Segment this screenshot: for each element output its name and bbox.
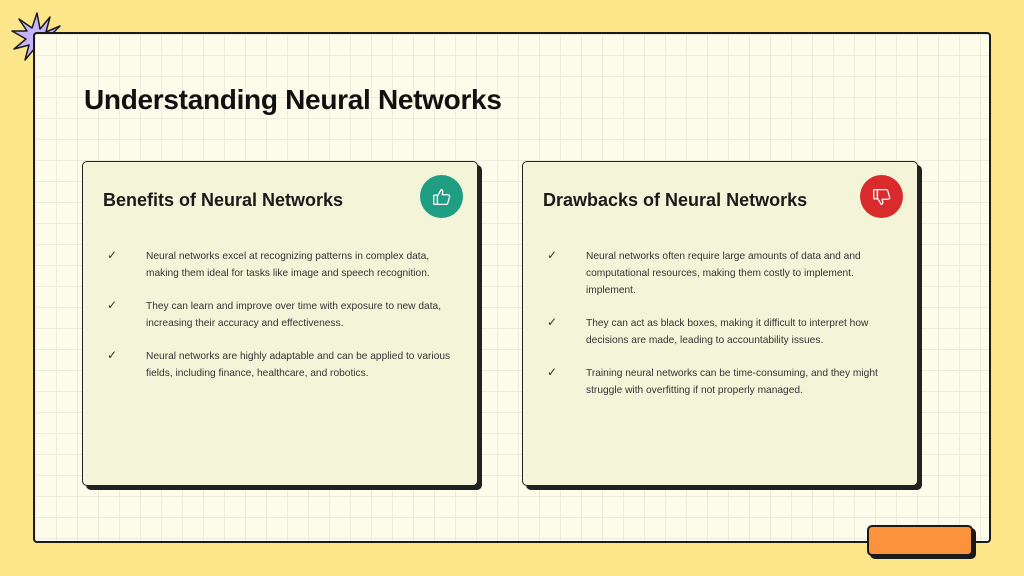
list-item-text: Neural networks are highly adaptable and… [146, 351, 451, 379]
list-item: ✓ Neural networks often require large am… [523, 248, 917, 299]
list-item: ✓ Neural networks are highly adaptable a… [83, 348, 477, 382]
checkmark-icon: ✓ [107, 348, 118, 362]
list-item-text: They can act as black boxes, making it d… [586, 318, 869, 346]
drawbacks-title: Drawbacks of Neural Networks [543, 190, 808, 210]
list-item-text: Neural networks excel at recognizing pat… [146, 251, 430, 279]
orange-tab-decoration [867, 525, 973, 556]
thumbs-up-icon [420, 175, 463, 218]
list-item-text: Training neural networks can be time-con… [586, 368, 878, 396]
checkmark-icon: ✓ [107, 298, 118, 312]
benefits-card: Benefits of Neural Networks ✓ Neural net… [82, 161, 478, 486]
benefits-list: ✓ Neural networks excel at recognizing p… [83, 248, 477, 398]
list-item-text: Neural networks often require large amou… [586, 251, 861, 296]
checkmark-icon: ✓ [547, 315, 558, 329]
list-item-text: They can learn and improve over time wit… [146, 301, 442, 329]
checkmark-icon: ✓ [107, 248, 118, 262]
drawbacks-list: ✓ Neural networks often require large am… [523, 248, 917, 415]
thumbs-down-icon [860, 175, 903, 218]
drawbacks-card: Drawbacks of Neural Networks ✓ Neural ne… [522, 161, 918, 486]
list-item: ✓ Neural networks excel at recognizing p… [83, 248, 477, 282]
list-item: ✓ Training neural networks can be time-c… [523, 365, 917, 399]
list-item: ✓ They can act as black boxes, making it… [523, 315, 917, 349]
checkmark-icon: ✓ [547, 248, 558, 262]
benefits-title: Benefits of Neural Networks [103, 190, 344, 210]
list-item: ✓ They can learn and improve over time w… [83, 298, 477, 332]
page-title: Understanding Neural Networks [84, 84, 502, 115]
checkmark-icon: ✓ [547, 365, 558, 379]
